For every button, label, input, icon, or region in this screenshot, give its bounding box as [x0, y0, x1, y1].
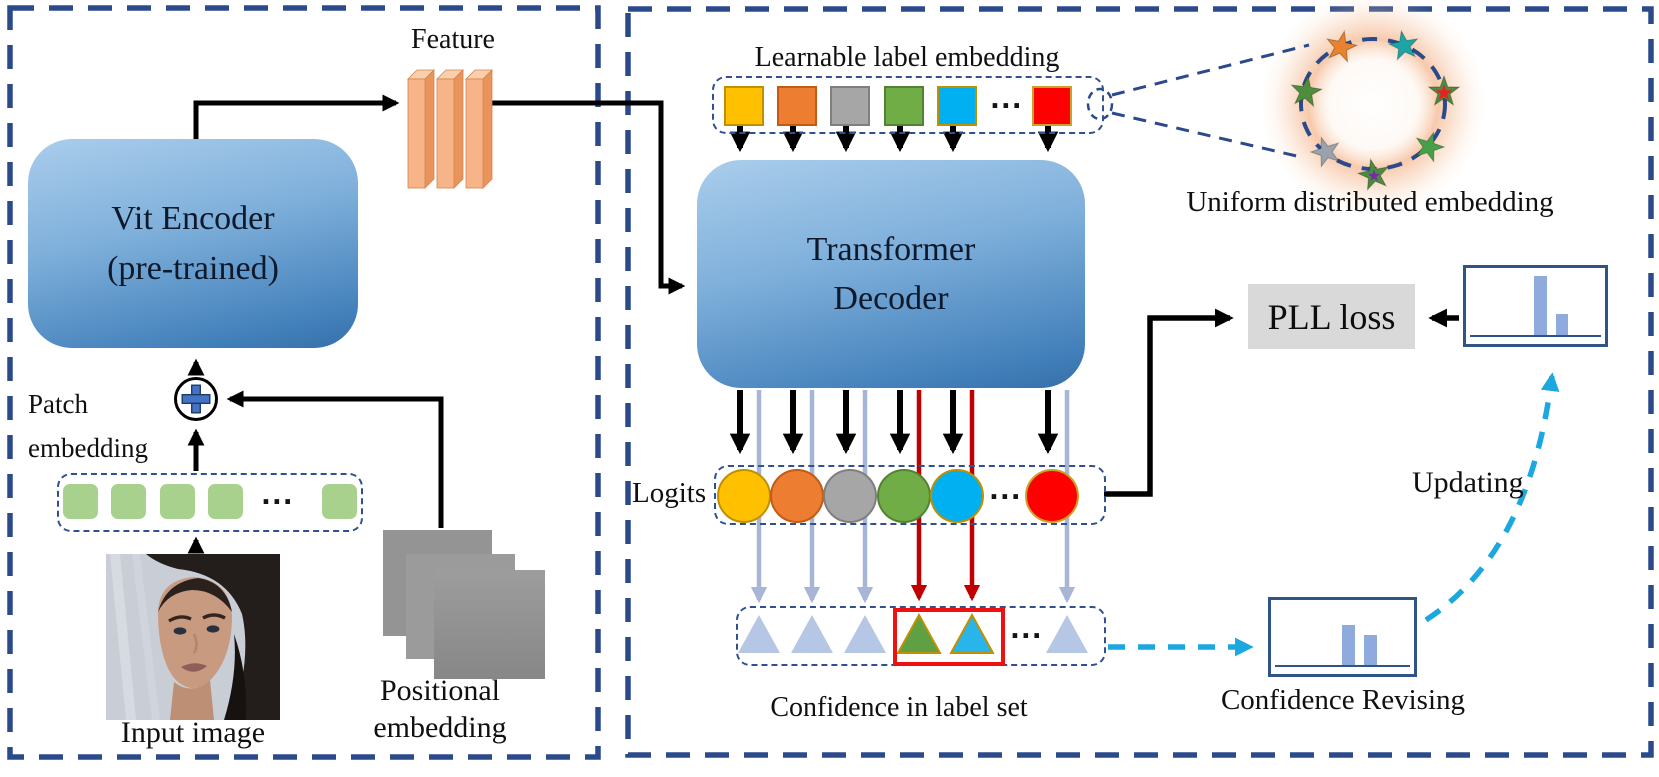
- pll-chart-bars: [1470, 273, 1601, 335]
- uniform-embedding-glow: [1261, 0, 1485, 216]
- input-image-photo: [106, 554, 280, 720]
- confidence-revising-label: Confidence Revising: [1220, 684, 1466, 716]
- input-image-label: Input image: [120, 716, 266, 749]
- arrow-encoder-to-feature: [193, 94, 400, 139]
- label-embedding-title: Learnable label embedding: [754, 42, 1060, 73]
- positional-embedding-slab: [434, 570, 545, 679]
- logit-green: [877, 469, 931, 523]
- plus-icon: [181, 384, 211, 414]
- patch-token: [208, 484, 243, 519]
- transformer-decoder-block: Transformer Decoder: [697, 160, 1085, 388]
- chart-baseline: [1275, 665, 1410, 667]
- chart-baseline: [1470, 335, 1601, 337]
- right-panel-border: [625, 6, 1654, 758]
- logits-label: Logits: [632, 477, 707, 509]
- decoder-line1: Transformer: [806, 230, 976, 268]
- patch-token: [160, 484, 195, 519]
- feature-bars-icon: [407, 69, 493, 189]
- confidence-revising-chart: [1268, 597, 1417, 677]
- logit-yellow: [717, 469, 771, 523]
- confidence-ellipsis: ...: [1010, 615, 1043, 645]
- confidence-triangle: [791, 615, 833, 653]
- arrow-updating-curve: [1424, 372, 1560, 623]
- label-token-yellow: [724, 86, 764, 126]
- add-operator-icon: [174, 377, 218, 421]
- confidence-triangle: [1046, 615, 1088, 653]
- vit-encoder-line2: (pre-trained): [107, 249, 279, 287]
- chart-bar: [1534, 276, 1547, 335]
- label-token-red: [1032, 86, 1072, 126]
- logit-orange: [770, 469, 824, 523]
- patch-token: [63, 484, 98, 519]
- logit-red: [1025, 469, 1079, 523]
- zoom-cone-top-line: [1111, 43, 1310, 97]
- arrow-logits-to-pll: [1104, 308, 1234, 497]
- label-embedding-row: ...: [712, 76, 1104, 134]
- chart-bar: [1556, 313, 1568, 335]
- updating-label: Updating: [1412, 466, 1524, 499]
- label-token-green: [884, 86, 924, 126]
- patch-embedding-label: Patch embedding: [28, 389, 148, 463]
- label-ellipsis: ...: [990, 85, 1023, 115]
- patch-ellipsis: ...: [261, 481, 294, 511]
- decoder-line2: Decoder: [833, 280, 949, 317]
- label-token-gray: [830, 86, 870, 126]
- arrow-positional-to-plus: [226, 390, 444, 528]
- logit-gray: [823, 469, 877, 523]
- confidence-triangle: [738, 615, 780, 653]
- patch-embedding-row: ...: [57, 473, 363, 532]
- label-token-orange: [777, 86, 817, 126]
- logit-ellipsis: ...: [989, 476, 1022, 506]
- vit-encoder-line1: Vit Encoder: [111, 200, 275, 238]
- uniform-embedding-label: Uniform distributed embedding: [1186, 186, 1554, 218]
- candidate-set-highlight-box: [893, 608, 1005, 666]
- line-feature-to-decoder: [492, 100, 686, 295]
- chart-bar: [1364, 635, 1377, 665]
- patch-token: [322, 484, 357, 519]
- logit-cyan: [930, 469, 984, 523]
- logits-row: ...: [714, 465, 1106, 525]
- arrows-decoder-to-logits: [729, 390, 1059, 455]
- arrows-embedding-to-decoder: [729, 124, 1059, 153]
- confidence-triangle: [844, 615, 886, 653]
- confidence-set-label: Confidence in label set: [770, 692, 1028, 723]
- positional-embedding-label: Positional embedding: [373, 674, 507, 744]
- patch-token: [111, 484, 146, 519]
- pll-target-chart: [1463, 265, 1608, 347]
- left-panel-border: [7, 5, 601, 760]
- pll-loss-box: PLL loss: [1248, 284, 1415, 349]
- chart-bar: [1342, 624, 1355, 665]
- confidence-triangle-green-candidate: [896, 612, 942, 654]
- confidence-triangle-cyan-candidate: [949, 612, 995, 654]
- feature-label: Feature: [411, 24, 495, 55]
- revising-chart-bars: [1275, 605, 1410, 665]
- zoom-cone-bottom-line: [1111, 111, 1302, 159]
- vit-encoder-block: Vit Encoder (pre-trained): [28, 139, 358, 348]
- label-token-cyan: [937, 86, 977, 126]
